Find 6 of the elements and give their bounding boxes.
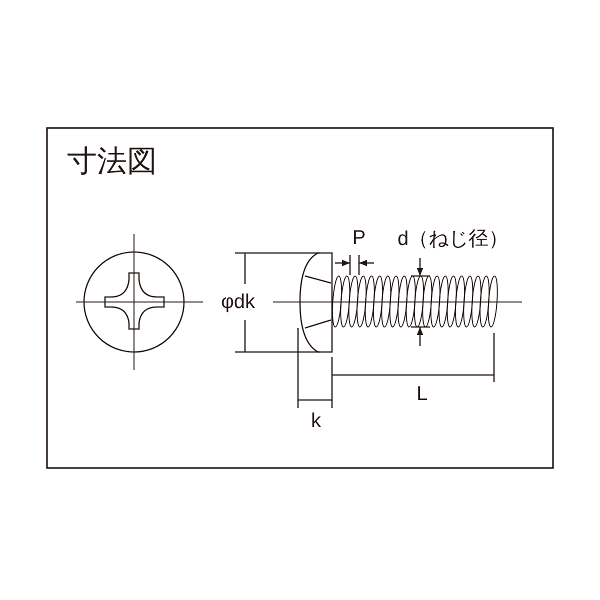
dimension-label: φdk [220,292,256,312]
dimension-label: k [311,411,321,431]
dimension-label: L [416,384,428,404]
dimension-label: P [352,228,366,248]
dimension-label: d（ねじ径） [397,229,509,249]
title: 寸法図 [67,147,157,177]
